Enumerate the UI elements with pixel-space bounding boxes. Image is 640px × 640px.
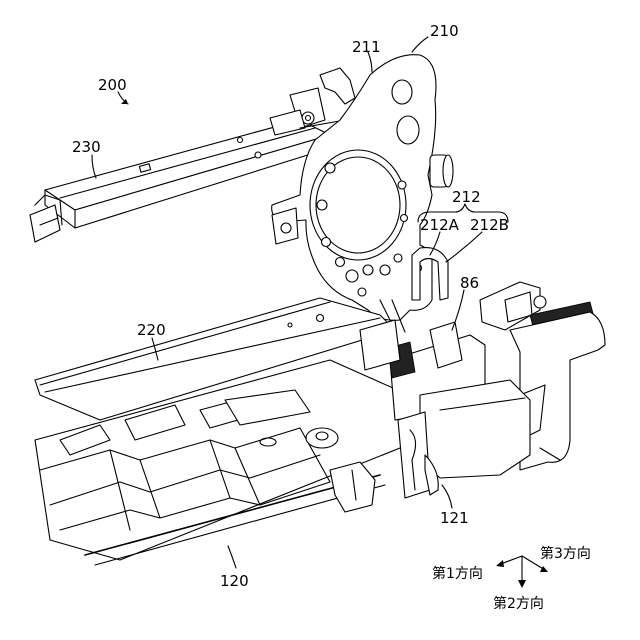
ref-210-label: 210 [430, 22, 459, 40]
ref-220-label: 220 [137, 321, 166, 339]
ref-212-label: 212 [452, 188, 481, 206]
ref-86-label: 86 [460, 274, 479, 292]
ref-120-label: 120 [220, 572, 249, 590]
direction-first-label: 第1方向 [432, 565, 483, 582]
direction-third-label: 第3方向 [540, 545, 591, 562]
ref-200-label: 200 [98, 76, 127, 94]
ref-230-label: 230 [72, 138, 101, 156]
ref-211-label: 211 [352, 38, 381, 56]
direction-second-label: 第2方向 [493, 595, 544, 612]
ref-121-label: 121 [440, 509, 469, 527]
ref-212b-label: 212B [470, 216, 509, 234]
ref-212a-label: 212A [420, 216, 460, 234]
